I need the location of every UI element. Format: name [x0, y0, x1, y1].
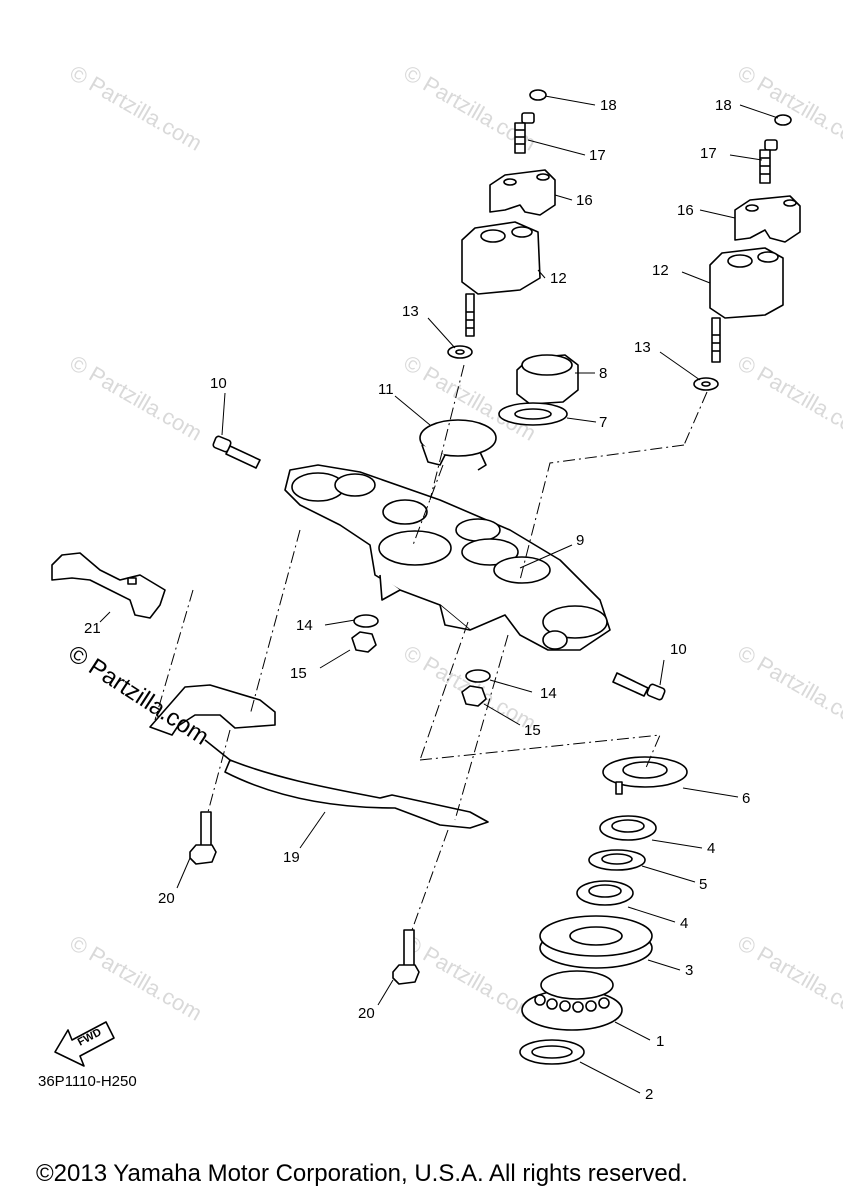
- callout-17: 17: [589, 147, 606, 164]
- ring-nut-part: [599, 815, 657, 841]
- upper-holder-left-part: [489, 169, 556, 216]
- washer-part: [514, 408, 552, 420]
- upper-holder-right-part: [734, 195, 801, 243]
- callout-9: 9: [576, 532, 585, 549]
- cap-left-part: [529, 89, 547, 101]
- bearing-race-part: [539, 915, 653, 969]
- washer-part: [455, 349, 465, 355]
- flange-bolt-part: [189, 811, 217, 865]
- washer-part: [465, 669, 491, 683]
- callout-4: 4: [707, 840, 716, 857]
- callout-20: 20: [158, 890, 175, 907]
- seal-part: [602, 756, 688, 795]
- handlebar-holder-left-part: [461, 221, 541, 337]
- flange-bolt-part: [392, 929, 420, 985]
- callout-13: 13: [402, 303, 419, 320]
- bearing-part: [521, 970, 623, 1031]
- callout-10: 10: [210, 375, 227, 392]
- nut-part: [461, 685, 487, 707]
- pinch-bolt-part: [612, 672, 666, 701]
- callout-4: 4: [680, 915, 689, 932]
- callout-14: 14: [540, 685, 557, 702]
- nut-part: [351, 631, 377, 653]
- callout-1: 1: [656, 1033, 665, 1050]
- callout-12: 12: [652, 262, 669, 279]
- callout-3: 3: [685, 962, 694, 979]
- callout-8: 8: [599, 365, 608, 382]
- forward-arrow-icon: [54, 1021, 115, 1067]
- callout-6: 6: [742, 790, 751, 807]
- washer-part: [353, 614, 379, 628]
- callout-13: 13: [634, 339, 651, 356]
- callout-16: 16: [677, 202, 694, 219]
- callout-7: 7: [599, 414, 608, 431]
- cap-right-part: [774, 114, 792, 126]
- callout-14: 14: [296, 617, 313, 634]
- figure-code: 36P1110-H250: [38, 1073, 137, 1090]
- bracket-part: [51, 552, 166, 619]
- cap-part: [419, 419, 497, 471]
- callout-15: 15: [524, 722, 541, 739]
- washer-part: [601, 853, 633, 865]
- stay-part: [149, 684, 489, 829]
- callout-21: 21: [84, 620, 101, 637]
- steering-nut-part: [516, 354, 579, 405]
- callout-15: 15: [290, 665, 307, 682]
- bolt-left-part: [514, 112, 535, 154]
- handlebar-holder-right-part: [709, 247, 784, 363]
- callout-12: 12: [550, 270, 567, 287]
- callout-19: 19: [283, 849, 300, 866]
- callout-2: 2: [645, 1086, 654, 1103]
- bolt-right-part: [759, 139, 778, 184]
- callout-20: 20: [358, 1005, 375, 1022]
- washer-part: [701, 381, 711, 387]
- callout-11: 11: [378, 381, 394, 398]
- triple-clamp-part: [284, 464, 611, 651]
- dust-seal-part: [531, 1045, 573, 1059]
- callout-18: 18: [600, 97, 617, 114]
- callout-17: 17: [700, 145, 717, 162]
- callout-5: 5: [699, 876, 708, 893]
- pinch-bolt-part: [212, 435, 261, 469]
- callout-18: 18: [715, 97, 732, 114]
- copyright-notice: ©2013 Yamaha Motor Corporation, U.S.A. A…: [36, 1160, 688, 1187]
- ring-nut-part: [576, 880, 634, 906]
- callout-16: 16: [576, 192, 593, 209]
- callout-10: 10: [670, 641, 687, 658]
